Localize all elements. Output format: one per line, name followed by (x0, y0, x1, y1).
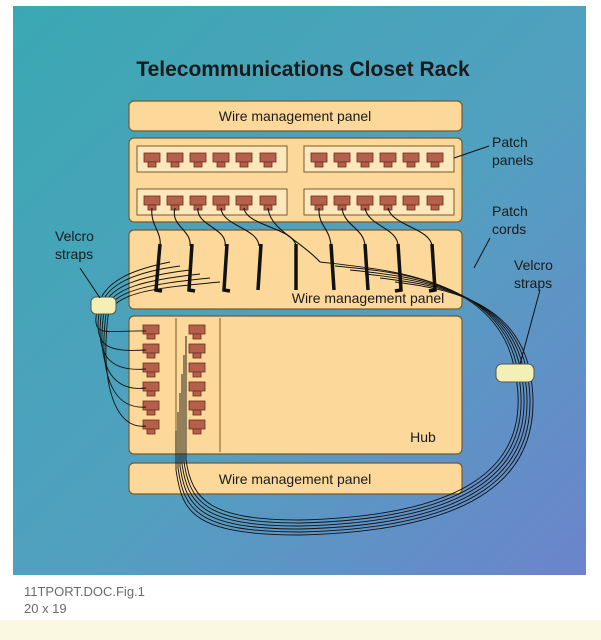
callout-leaders (79, 145, 541, 365)
callout-patch-panels-line1: Patch (492, 134, 528, 150)
callout-velcro-left-line2: straps (55, 246, 93, 262)
callout-patch-cords-line1: Patch (492, 203, 528, 219)
top-wire-management-label: Wire management panel (219, 108, 372, 124)
callout-velcro-right-line1: Velcro (514, 257, 553, 273)
patch-panels (128, 137, 463, 223)
patch-cords-short (151, 207, 433, 263)
top-wire-management-panel: Wire management panel (128, 100, 463, 132)
hub: Hub (128, 315, 463, 455)
velcro-strap-left (90, 296, 117, 315)
hub-label: Hub (410, 429, 436, 445)
callout-velcro-right-line2: straps (514, 275, 552, 291)
diagram-title: Telecommunications Closet Rack (136, 58, 470, 81)
footer-band (0, 620, 601, 640)
callout-patch-cords-line2: cords (492, 221, 526, 237)
bottom-wire-management-label: Wire management panel (219, 471, 372, 487)
callout-patch-panels-line2: panels (492, 152, 533, 168)
middle-wire-management-label: Wire management panel (292, 290, 445, 306)
caption-filename: 11TPORT.DOC.Fig.1 (24, 584, 145, 599)
callout-velcro-left-line1: Velcro (55, 228, 94, 244)
middle-wire-management-panel: Wire management panel (128, 229, 463, 310)
figure-caption: 11TPORT.DOC.Fig.1 20 x 19 (24, 583, 145, 617)
caption-dimensions: 20 x 19 (24, 601, 67, 616)
velcro-strap-right (495, 363, 535, 383)
bottom-wire-management-panel: Wire management panel (128, 462, 463, 495)
patch-cords-long (175, 261, 534, 536)
